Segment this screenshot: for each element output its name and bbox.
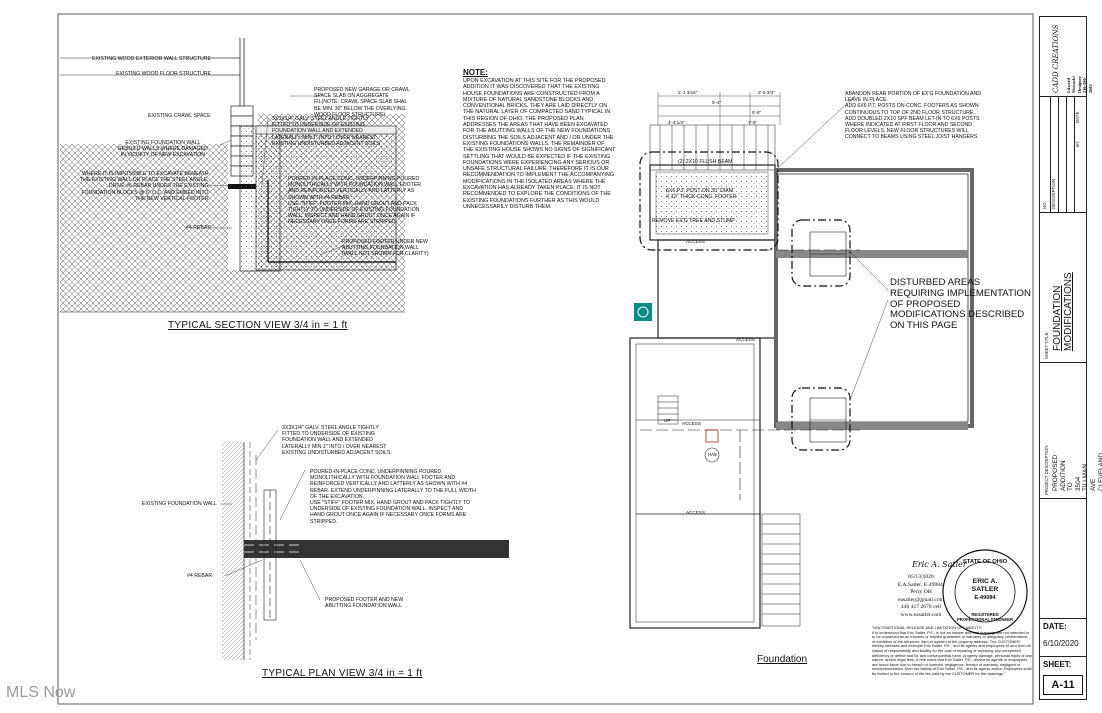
title-designer: Edward Slowarki Designer 216-390-2683 <box>1066 76 1093 93</box>
signature-block: 05/13/2020 E.A.Satler, E-49084, Perry OH… <box>880 574 962 620</box>
mls-watermark: MLS Now <box>6 684 76 701</box>
dim-6: 7'-8" <box>748 120 758 125</box>
post-label: 6X6 P.T. POST ON 30" DIAM. X 12" THICK C… <box>666 188 737 201</box>
rev-header-by: BY <box>1075 141 1080 147</box>
sump-marker <box>634 303 652 321</box>
rev-header-desc: DESCRIPTION <box>1051 178 1056 209</box>
plan-view-title: TYPICAL PLAN VIEW 3/4 in = 1 ft <box>262 668 423 679</box>
label-crawl-space: EXISTING CRAWL SPACE <box>148 113 211 119</box>
label-section-angle: 3X3X1/4" GALV. STEEL ANGLE TIGHTLY FITTE… <box>272 116 382 147</box>
label-section-footer: PROPOSED FOOTER UNDER NEW ABUTTING FOUND… <box>342 239 429 258</box>
label-plan-rebar: #4 REBAR <box>187 573 213 579</box>
seal-name-2: SATLER <box>971 586 999 593</box>
foundation-plan-drawing <box>629 92 974 629</box>
project-description: PROPOSED ADDITION TO 3504 TILLMAN AVE CL… <box>1052 451 1102 491</box>
date-value: 6/10/2020 <box>1043 639 1079 648</box>
plan-view-drawing <box>222 442 509 660</box>
label-plan-existing-wall: EXISTING FOUNDATION WALL <box>142 501 217 507</box>
label-section-impossible: WHERE IT IS IMPOSSIBLE TO EXCAVATE BENEA… <box>80 171 209 202</box>
seal-names: ERIC A. SATLER E-49084 <box>955 578 1015 602</box>
access-label-2: ACCESS <box>736 337 755 342</box>
release-title: "UNCONDITIONAL RELEASE AND LIMITATION OF… <box>872 625 983 630</box>
dim-1: 2'-1 3/16" <box>678 90 698 95</box>
note-body: UPON EXCAVATION AT THIS SITE FOR THE PRO… <box>463 78 616 210</box>
label-section-existing-wall: EXISTING FOUNDATION WALL REBUILD WALLS W… <box>118 140 208 159</box>
sheet-title-label: SHEET TITLE: <box>1044 331 1049 359</box>
label-plan-angle: 3X3X1/4" GALV. STEEL ANGLE TIGHTLY FITTE… <box>282 425 392 456</box>
seal-name-1: ERIC A. <box>972 578 998 585</box>
stump-label: REMOVE EX'G TREE AND STUMP <box>652 218 735 224</box>
date-label: DATE: <box>1043 622 1067 631</box>
rev-header-no: NO. <box>1042 201 1047 209</box>
seal-number: E-49084 <box>974 595 996 601</box>
beam-label: (2) 2X10 FLUSH BEAM <box>678 159 733 165</box>
label-garage-slab: PROPOSED NEW GARAGE OR CRAWL SPACE SLAB … <box>314 87 410 118</box>
signature-date: 05/13/2020 <box>908 574 934 580</box>
sheet-title: FOUNDATION MODIFICATIONS <box>1052 272 1074 351</box>
foundation-title: Foundation <box>757 654 808 665</box>
release-body: It is understood that Eric Satler, P.E.,… <box>872 629 1032 676</box>
signature-email: easatler@gmail.com <box>898 596 944 603</box>
up-label: UP <box>664 418 671 423</box>
label-section-rebar: #4 REBAR <box>186 225 212 231</box>
signature-place: Perry OH <box>910 589 932 596</box>
label-section-poured: POURED-IN-PLACE CONC. UNDERPINNING POURE… <box>288 176 422 226</box>
access-label-4: ACCESS <box>686 510 705 515</box>
dim-4: 5'-8" <box>752 110 762 115</box>
seal-top: STATE OF OHIO <box>962 559 1008 565</box>
seal-bottom: REGISTERED PROFESSIONAL ENGINEER <box>955 612 1015 622</box>
signature-phone: 440 417 2678 cell <box>900 604 942 611</box>
access-label-3: ACCESS <box>682 421 701 426</box>
sheet-label: SHEET: <box>1043 660 1072 669</box>
engineer-seal-graphic <box>942 549 1028 635</box>
blank-box <box>1039 498 1087 620</box>
seal-bottom-1: REGISTERED <box>971 612 999 617</box>
signature-scrawl: Eric A. Satler <box>912 560 967 569</box>
project-box: PROJECT DESCRIPTION: PROPOSED ADDITION T… <box>1039 362 1102 500</box>
rev-header-date: DATE <box>1075 111 1080 123</box>
date-box: DATE: 6/10/2020 <box>1039 618 1087 658</box>
signature-name: E.A.Satler, E-49084, <box>897 581 945 588</box>
project-label: PROJECT DESCRIPTION: <box>1044 444 1049 495</box>
label-plan-new-wall: PROPOSED FOOTER AND NEW ABUTTING FOUNDAT… <box>325 597 404 610</box>
sheet-title-box: SHEET TITLE: FOUNDATION MODIFICATIONS <box>1039 212 1087 364</box>
title-logo-box: CADD CREATIONS Edward Slowarki Designer … <box>1039 16 1093 98</box>
disturbed-areas-label: DISTURBED AREAS REQUIRING IMPLEMENTATION… <box>890 277 1031 332</box>
signature-web: www.easatler.com <box>900 611 942 618</box>
section-view-title: TYPICAL SECTION VIEW 3/4 in = 1 ft <box>168 320 348 331</box>
revision-table: NO. DESCRIPTION BY DATE <box>1039 96 1087 214</box>
seal-bottom-2: PROFESSIONAL ENGINEER <box>957 617 1013 622</box>
note-title: NOTE: <box>463 68 488 77</box>
access-label-1: ACCESS <box>686 239 705 244</box>
title-logo: CADD CREATIONS <box>1052 24 1060 93</box>
sheet-box: SHEET: A-11 <box>1039 656 1087 700</box>
section-view-drawing <box>60 38 405 313</box>
release-block: "UNCONDITIONAL RELEASE AND LIMITATION OF… <box>872 625 1032 677</box>
sheet-number: A-11 <box>1043 675 1083 695</box>
label-wood-wall: EXISTING WOOD EXTERIOR WALL STRUCTURE <box>92 56 211 62</box>
label-plan-poured: POURED-IN-PLACE CONC. UNDERPINNING POURE… <box>310 469 476 525</box>
dim-3: 5'-4" <box>712 100 722 105</box>
label-wood-floor: EXISTING WOOD FLOOR STRUCTURE <box>116 71 212 77</box>
abandon-note: ABANDON REAR PORTION OF EX'G FOUNDATION … <box>845 91 981 141</box>
dim-2: 3'-5 3/4" <box>758 90 775 95</box>
dim-5: 4'-4 1/4" <box>668 120 685 125</box>
hw-label: H/W <box>708 452 717 457</box>
